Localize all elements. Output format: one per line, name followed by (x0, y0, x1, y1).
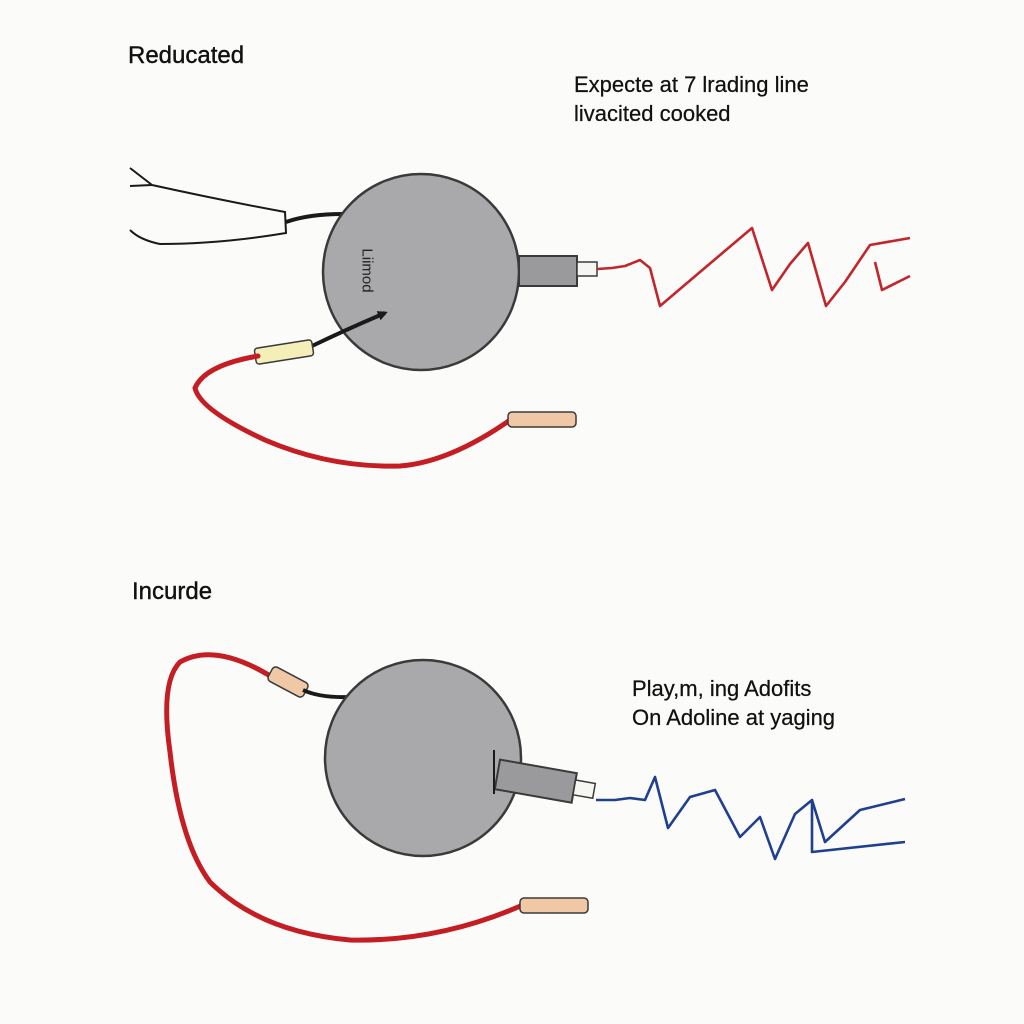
bottom-tan-connector (519, 897, 589, 914)
top-disc (321, 172, 521, 372)
bottom-signal-trace-branch (810, 800, 906, 854)
top-signal-trace-branch (873, 261, 911, 292)
bottom-note-line-1: Play,m, ing Adofits (632, 676, 812, 701)
bottom-disc (323, 658, 523, 858)
top-note-line-1: Expecte at 7 lrading line (574, 72, 809, 97)
disc-label: Liimod (358, 248, 376, 293)
lower-lead-arrow (311, 311, 388, 348)
top-plug-body (518, 255, 578, 287)
top-signal-trace (596, 226, 911, 308)
bottom-plug-tip (572, 779, 597, 800)
left-thin-wire (129, 167, 288, 246)
top-tan-connector (507, 411, 577, 428)
top-diagram-artwork (129, 167, 911, 469)
bottom-signal-trace (596, 775, 906, 861)
top-panel-note: Expecte at 7 lrading line livacited cook… (574, 70, 809, 128)
bottom-panel-heading: Incurde (132, 578, 213, 605)
top-note-line-2: livacited cooked (574, 101, 731, 126)
bottom-diagram-panel: Incurde Play,m, ing Adofits On Adoline a… (0, 512, 1024, 1024)
bottom-tan-sleeve (267, 666, 309, 698)
yellow-sleeve (253, 339, 315, 365)
top-plug-tip (576, 261, 598, 277)
top-panel-heading: Reducated (128, 42, 245, 69)
bottom-black-lead (302, 688, 351, 700)
bottom-diagram-artwork (164, 652, 906, 943)
left-thin-wire-fork (129, 184, 153, 187)
top-red-cable (192, 353, 513, 469)
bottom-red-cable (164, 652, 528, 943)
top-diagram-panel: Reducated Expecte at 7 lrading line liva… (128, 42, 911, 469)
bottom-panel-note: Play,m, ing Adofits On Adoline at yaging (632, 674, 835, 732)
bottom-note-line-2: On Adoline at yaging (632, 705, 836, 730)
